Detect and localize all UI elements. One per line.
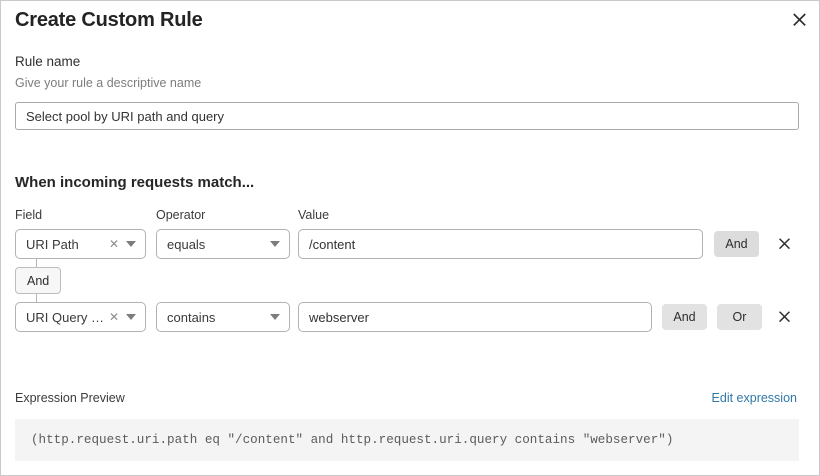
field-select-2[interactable]: URI Query St... ✕ — [15, 302, 146, 332]
column-header-operator: Operator — [156, 208, 206, 222]
condition-row: URI Path ✕ equals And — [1, 229, 820, 259]
chevron-down-icon — [270, 241, 280, 247]
field-select-1[interactable]: URI Path ✕ — [15, 229, 146, 259]
and-button-row-2[interactable]: And — [662, 304, 707, 330]
conditions-section-title: When incoming requests match... — [15, 174, 255, 191]
field-select-2-value: URI Query St... — [26, 309, 105, 325]
chevron-down-icon — [126, 314, 136, 320]
column-header-field: Field — [15, 208, 43, 222]
operator-select-2[interactable]: contains — [156, 302, 290, 332]
delete-condition-2-icon[interactable] — [773, 303, 795, 329]
delete-condition-1-icon[interactable] — [773, 230, 795, 256]
close-small-icon[interactable]: ✕ — [108, 237, 119, 251]
rule-name-input[interactable] — [15, 102, 799, 130]
close-icon[interactable] — [788, 8, 810, 30]
chevron-down-icon — [126, 241, 136, 247]
value-input-2[interactable] — [298, 302, 652, 332]
table-row: URI Query St... ✕ contains And Or — [1, 302, 820, 332]
connector-line-bottom — [36, 293, 37, 302]
operator-select-1[interactable]: equals — [156, 229, 290, 259]
field-select-1-value: URI Path — [26, 236, 79, 252]
or-button-row-2[interactable]: Or — [717, 304, 762, 330]
chevron-down-icon — [270, 314, 280, 320]
close-small-icon[interactable]: ✕ — [108, 310, 119, 324]
edit-expression-link[interactable]: Edit expression — [711, 391, 797, 405]
column-header-value: Value — [298, 208, 330, 222]
dialog-title: Create Custom Rule — [15, 9, 203, 31]
operator-select-1-value: equals — [167, 236, 206, 252]
value-input-1[interactable] — [298, 229, 703, 259]
connector-line-top — [36, 259, 37, 268]
group-connector-and[interactable]: And — [15, 267, 62, 294]
expression-preview-label: Expression Preview — [15, 391, 125, 405]
rule-name-label: Rule name — [15, 54, 81, 69]
and-button-row-1[interactable]: And — [714, 231, 759, 257]
expression-preview-code: (http.request.uri.path eq "/content" and… — [15, 419, 799, 461]
operator-select-2-value: contains — [167, 309, 216, 325]
rule-name-hint: Give your rule a descriptive name — [15, 76, 202, 90]
